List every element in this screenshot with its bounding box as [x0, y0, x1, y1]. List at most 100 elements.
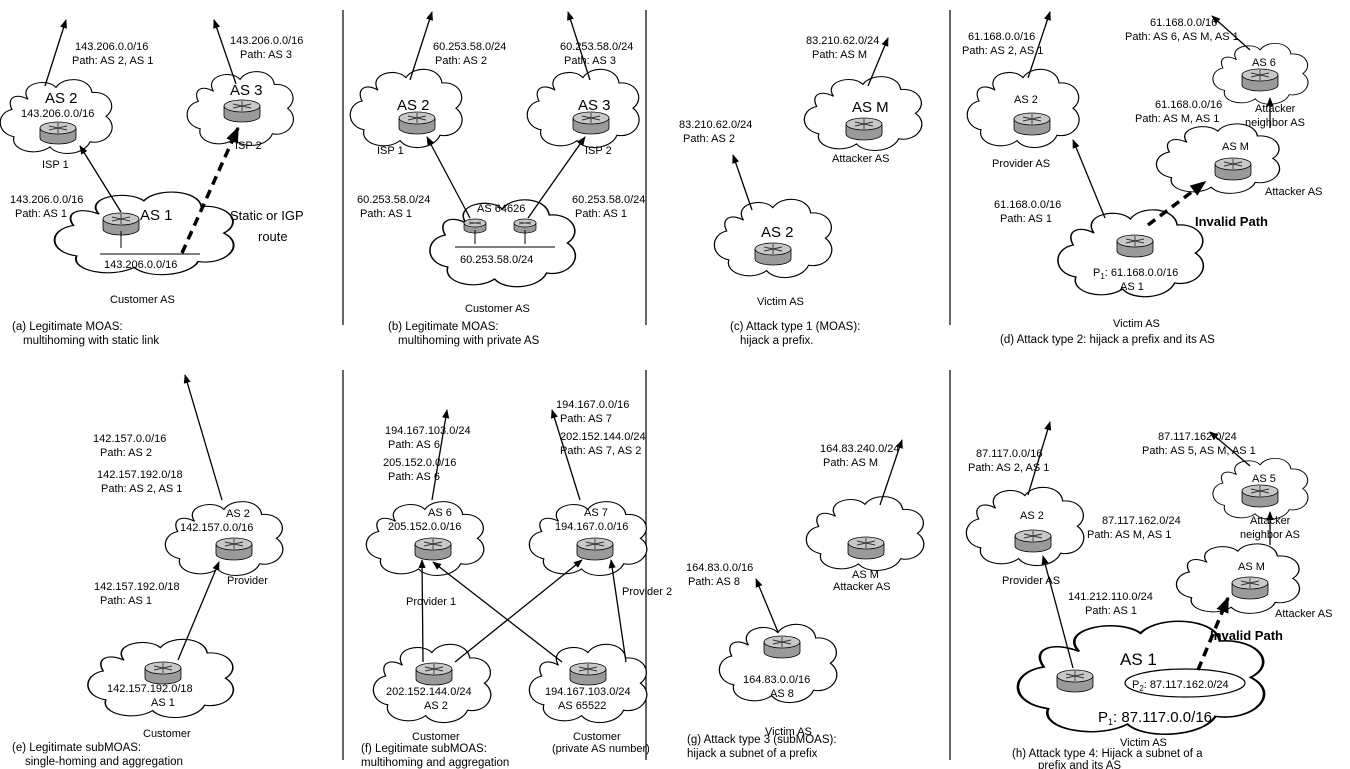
ad-prefix: 164.83.240.0/24 — [820, 443, 900, 455]
as-prefix: 194.167.103.0/24 — [545, 686, 631, 698]
victim-label: Victim AS — [757, 296, 804, 308]
caption: single-homing and aggregation — [25, 756, 183, 768]
as-prefix: 143.206.0.0/16 — [21, 108, 94, 120]
prefix-p2: P2: 87.117.162.0/24 — [1132, 679, 1229, 693]
caption: (c) Attack type 1 (MOAS): — [730, 321, 860, 333]
customer-label: (private AS number) — [552, 743, 650, 755]
router-icon — [414, 537, 452, 561]
ad-prefix: 61.168.0.0/16 — [1150, 17, 1217, 29]
ad-prefix: 164.83.0.0/16 — [686, 562, 753, 574]
as-name: AS 65522 — [558, 700, 606, 712]
ad-prefix: 194.167.103.0/24 — [385, 425, 471, 437]
ad-prefix: 142.157.192.0/18 — [97, 469, 183, 481]
router-icon — [763, 635, 801, 659]
caption: multihoming and aggregation — [361, 757, 509, 769]
arrow — [1041, 555, 1074, 669]
ad-prefix: 194.167.0.0/16 — [556, 399, 629, 411]
provider-label: Provider 1 — [406, 596, 456, 608]
subnet-p2 — [1124, 668, 1246, 698]
as-name: AS 2 — [226, 508, 250, 520]
ad-prefix: 87.117.162.0/24 — [1158, 431, 1237, 443]
as-prefix: 164.83.0.0/16 — [743, 674, 810, 686]
router-icon — [569, 662, 607, 686]
arrow — [431, 409, 450, 501]
neighbor-label: neighbor AS — [1245, 117, 1305, 129]
as-name: AS 2 — [1020, 510, 1044, 522]
as-prefix: 60.253.58.0/24 — [460, 254, 533, 266]
router-icon — [1241, 484, 1279, 508]
panel-g: 164.83.240.0/24 Path: AS M AS M Attacker… — [686, 439, 925, 760]
ad-prefix: 61.168.0.0/16 — [1155, 99, 1222, 111]
ad-prefix: 205.152.0.0/16 — [383, 457, 456, 469]
router-icon — [845, 117, 883, 141]
customer-label: Customer AS — [110, 294, 175, 306]
as-name: AS M — [1238, 561, 1265, 573]
router-icon — [572, 111, 610, 135]
isp-label: ISP 1 — [377, 145, 404, 157]
customer-label: Customer AS — [465, 303, 530, 315]
ad-prefix: 60.253.58.0/24 — [433, 41, 506, 53]
ad-path: Path: AS 3 — [564, 55, 616, 67]
ad-prefix: 143.206.0.0/16 — [75, 41, 148, 53]
ad-path: Path: AS 6, AS M, AS 1 — [1125, 31, 1239, 43]
ad-path: Path: AS 1 — [1000, 213, 1052, 225]
caption: (b) Legitimate MOAS: — [388, 321, 499, 333]
as-name: AS 6 — [428, 507, 452, 519]
as-name: AS 2 — [424, 700, 448, 712]
ad-prefix: 61.168.0.0/16 — [994, 199, 1061, 211]
arrow — [550, 409, 581, 501]
victim-label: Victim AS — [1120, 737, 1167, 749]
as-name: AS 8 — [770, 688, 794, 700]
arrow — [1209, 431, 1251, 467]
caption: hijack a prefix. — [740, 335, 814, 347]
caption: (g) Attack type 3 (subMOAS): — [687, 734, 837, 746]
ad-prefix: 60.253.58.0/24 — [560, 41, 633, 53]
ad-path: Path: AS M, AS 1 — [1135, 113, 1219, 125]
arrow — [426, 136, 471, 219]
as-name: AS 2 — [397, 97, 430, 114]
arrow — [213, 19, 237, 85]
as-name: AS 1 — [1120, 281, 1144, 293]
as-name: AS 3 — [578, 97, 611, 114]
ad-path: Path: AS 3 — [240, 49, 292, 61]
ad-path: Path: AS 6 — [388, 471, 440, 483]
caption: (a) Legitimate MOAS: — [12, 321, 123, 333]
router-icon — [754, 242, 792, 266]
arrow — [1027, 421, 1052, 496]
as-prefix: 202.152.144.0/24 — [386, 686, 472, 698]
as-name: AS 3 — [230, 82, 263, 99]
attacker-label: Attacker AS — [1275, 608, 1332, 620]
arrow — [418, 559, 426, 663]
router-icon — [144, 661, 182, 685]
ad-path: Path: AS 1 — [575, 208, 627, 220]
customer-label: Customer — [412, 731, 460, 743]
caption: (e) Legitimate subMOAS: — [12, 742, 141, 754]
arrow — [608, 559, 627, 663]
caption: multihoming with static link — [23, 335, 159, 347]
router-icon — [1241, 68, 1279, 92]
ad-path: Path: AS 7, AS 2 — [560, 445, 641, 457]
as-name: AS 2 — [45, 90, 78, 107]
attacker-label: Attacker AS — [832, 153, 889, 165]
as-name: AS 6 — [1252, 57, 1276, 69]
ad-path: Path: AS 1 — [360, 208, 412, 220]
ad-path: Path: AS 1 — [1085, 605, 1137, 617]
ad-path: Path: AS 6 — [388, 439, 440, 451]
customer-label: Customer — [143, 728, 191, 740]
caption: prefix and its AS — [1038, 760, 1121, 769]
ad-path: Path: AS 2, AS 1 — [968, 462, 1049, 474]
caption: (d) Attack type 2: hijack a prefix and i… — [1000, 334, 1215, 346]
neighbor-label: neighbor AS — [1240, 529, 1300, 541]
router-icon — [1231, 576, 1269, 600]
arrow — [432, 561, 563, 663]
panel-c: 83.210.62.0/24 Path: AS M AS M Attacker … — [679, 35, 923, 347]
ad-prefix: 83.210.62.0/24 — [806, 35, 879, 47]
isp-label: ISP 2 — [585, 145, 612, 157]
prefix-p1: P1: 61.168.0.0/16 — [1093, 267, 1178, 281]
router-icon — [1013, 112, 1051, 136]
ad-prefix: 143.206.0.0/16 — [230, 35, 303, 47]
arrow — [867, 37, 889, 87]
ad-path: Path: AS 2 — [683, 133, 735, 145]
router-icon — [1014, 529, 1052, 553]
provider-label: Provider AS — [1002, 575, 1060, 587]
